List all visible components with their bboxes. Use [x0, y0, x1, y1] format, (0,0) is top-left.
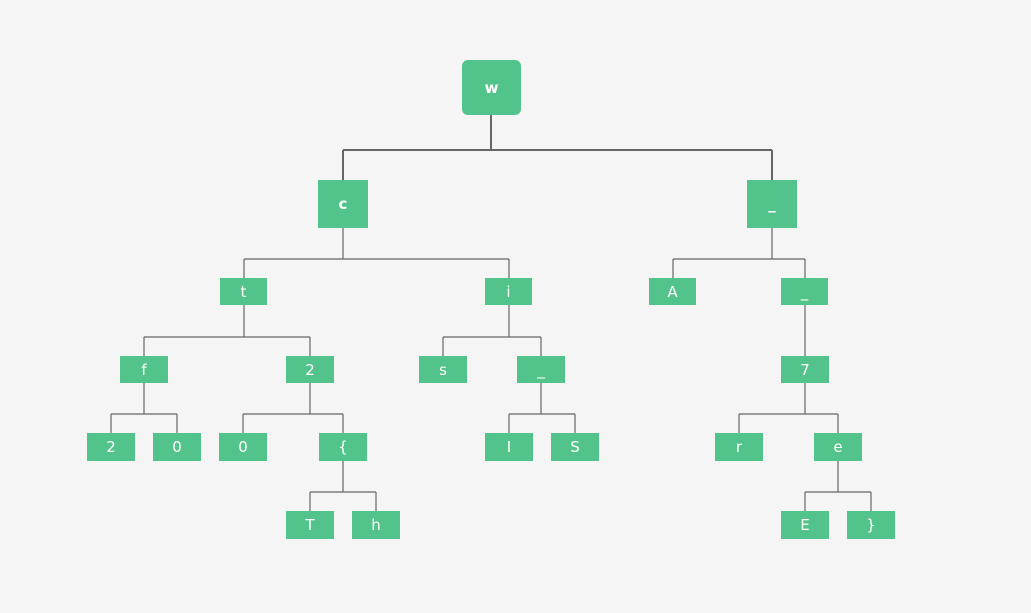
connector-brace: [309, 461, 377, 511]
node-e[interactable]: e: [814, 433, 862, 461]
node-0[interactable]: 0: [153, 433, 201, 461]
connector-2: [242, 383, 344, 433]
node-underscore-2[interactable]: _: [781, 278, 828, 305]
connector-7: [738, 383, 839, 433]
node-underscore-3[interactable]: _: [517, 356, 565, 383]
node-T[interactable]: T: [286, 511, 334, 539]
connector-t: [143, 305, 311, 356]
connector-w: [342, 115, 773, 180]
node-underscore[interactable]: _: [747, 180, 797, 228]
node-7[interactable]: 7: [781, 356, 829, 383]
connector-underscore-3: [508, 383, 576, 433]
connector-i: [442, 305, 542, 356]
node-A[interactable]: A: [649, 278, 696, 305]
connector-underscore: [672, 228, 806, 278]
node-E[interactable]: E: [781, 511, 829, 539]
node-2b[interactable]: 2: [87, 433, 135, 461]
connector-e: [804, 461, 872, 511]
connector-c: [243, 228, 510, 278]
node-brace-open[interactable]: {: [319, 433, 367, 461]
node-r[interactable]: r: [715, 433, 763, 461]
node-f[interactable]: f: [120, 356, 168, 383]
connector-f: [110, 383, 178, 433]
node-2[interactable]: 2: [286, 356, 334, 383]
node-c[interactable]: c: [318, 180, 368, 228]
node-t[interactable]: t: [220, 278, 267, 305]
node-0b[interactable]: 0: [219, 433, 267, 461]
node-brace-close[interactable]: }: [847, 511, 895, 539]
node-S[interactable]: S: [551, 433, 599, 461]
node-I[interactable]: I: [485, 433, 533, 461]
node-root-w[interactable]: w: [462, 60, 521, 115]
node-i[interactable]: i: [485, 278, 532, 305]
node-s[interactable]: s: [419, 356, 467, 383]
node-h[interactable]: h: [352, 511, 400, 539]
